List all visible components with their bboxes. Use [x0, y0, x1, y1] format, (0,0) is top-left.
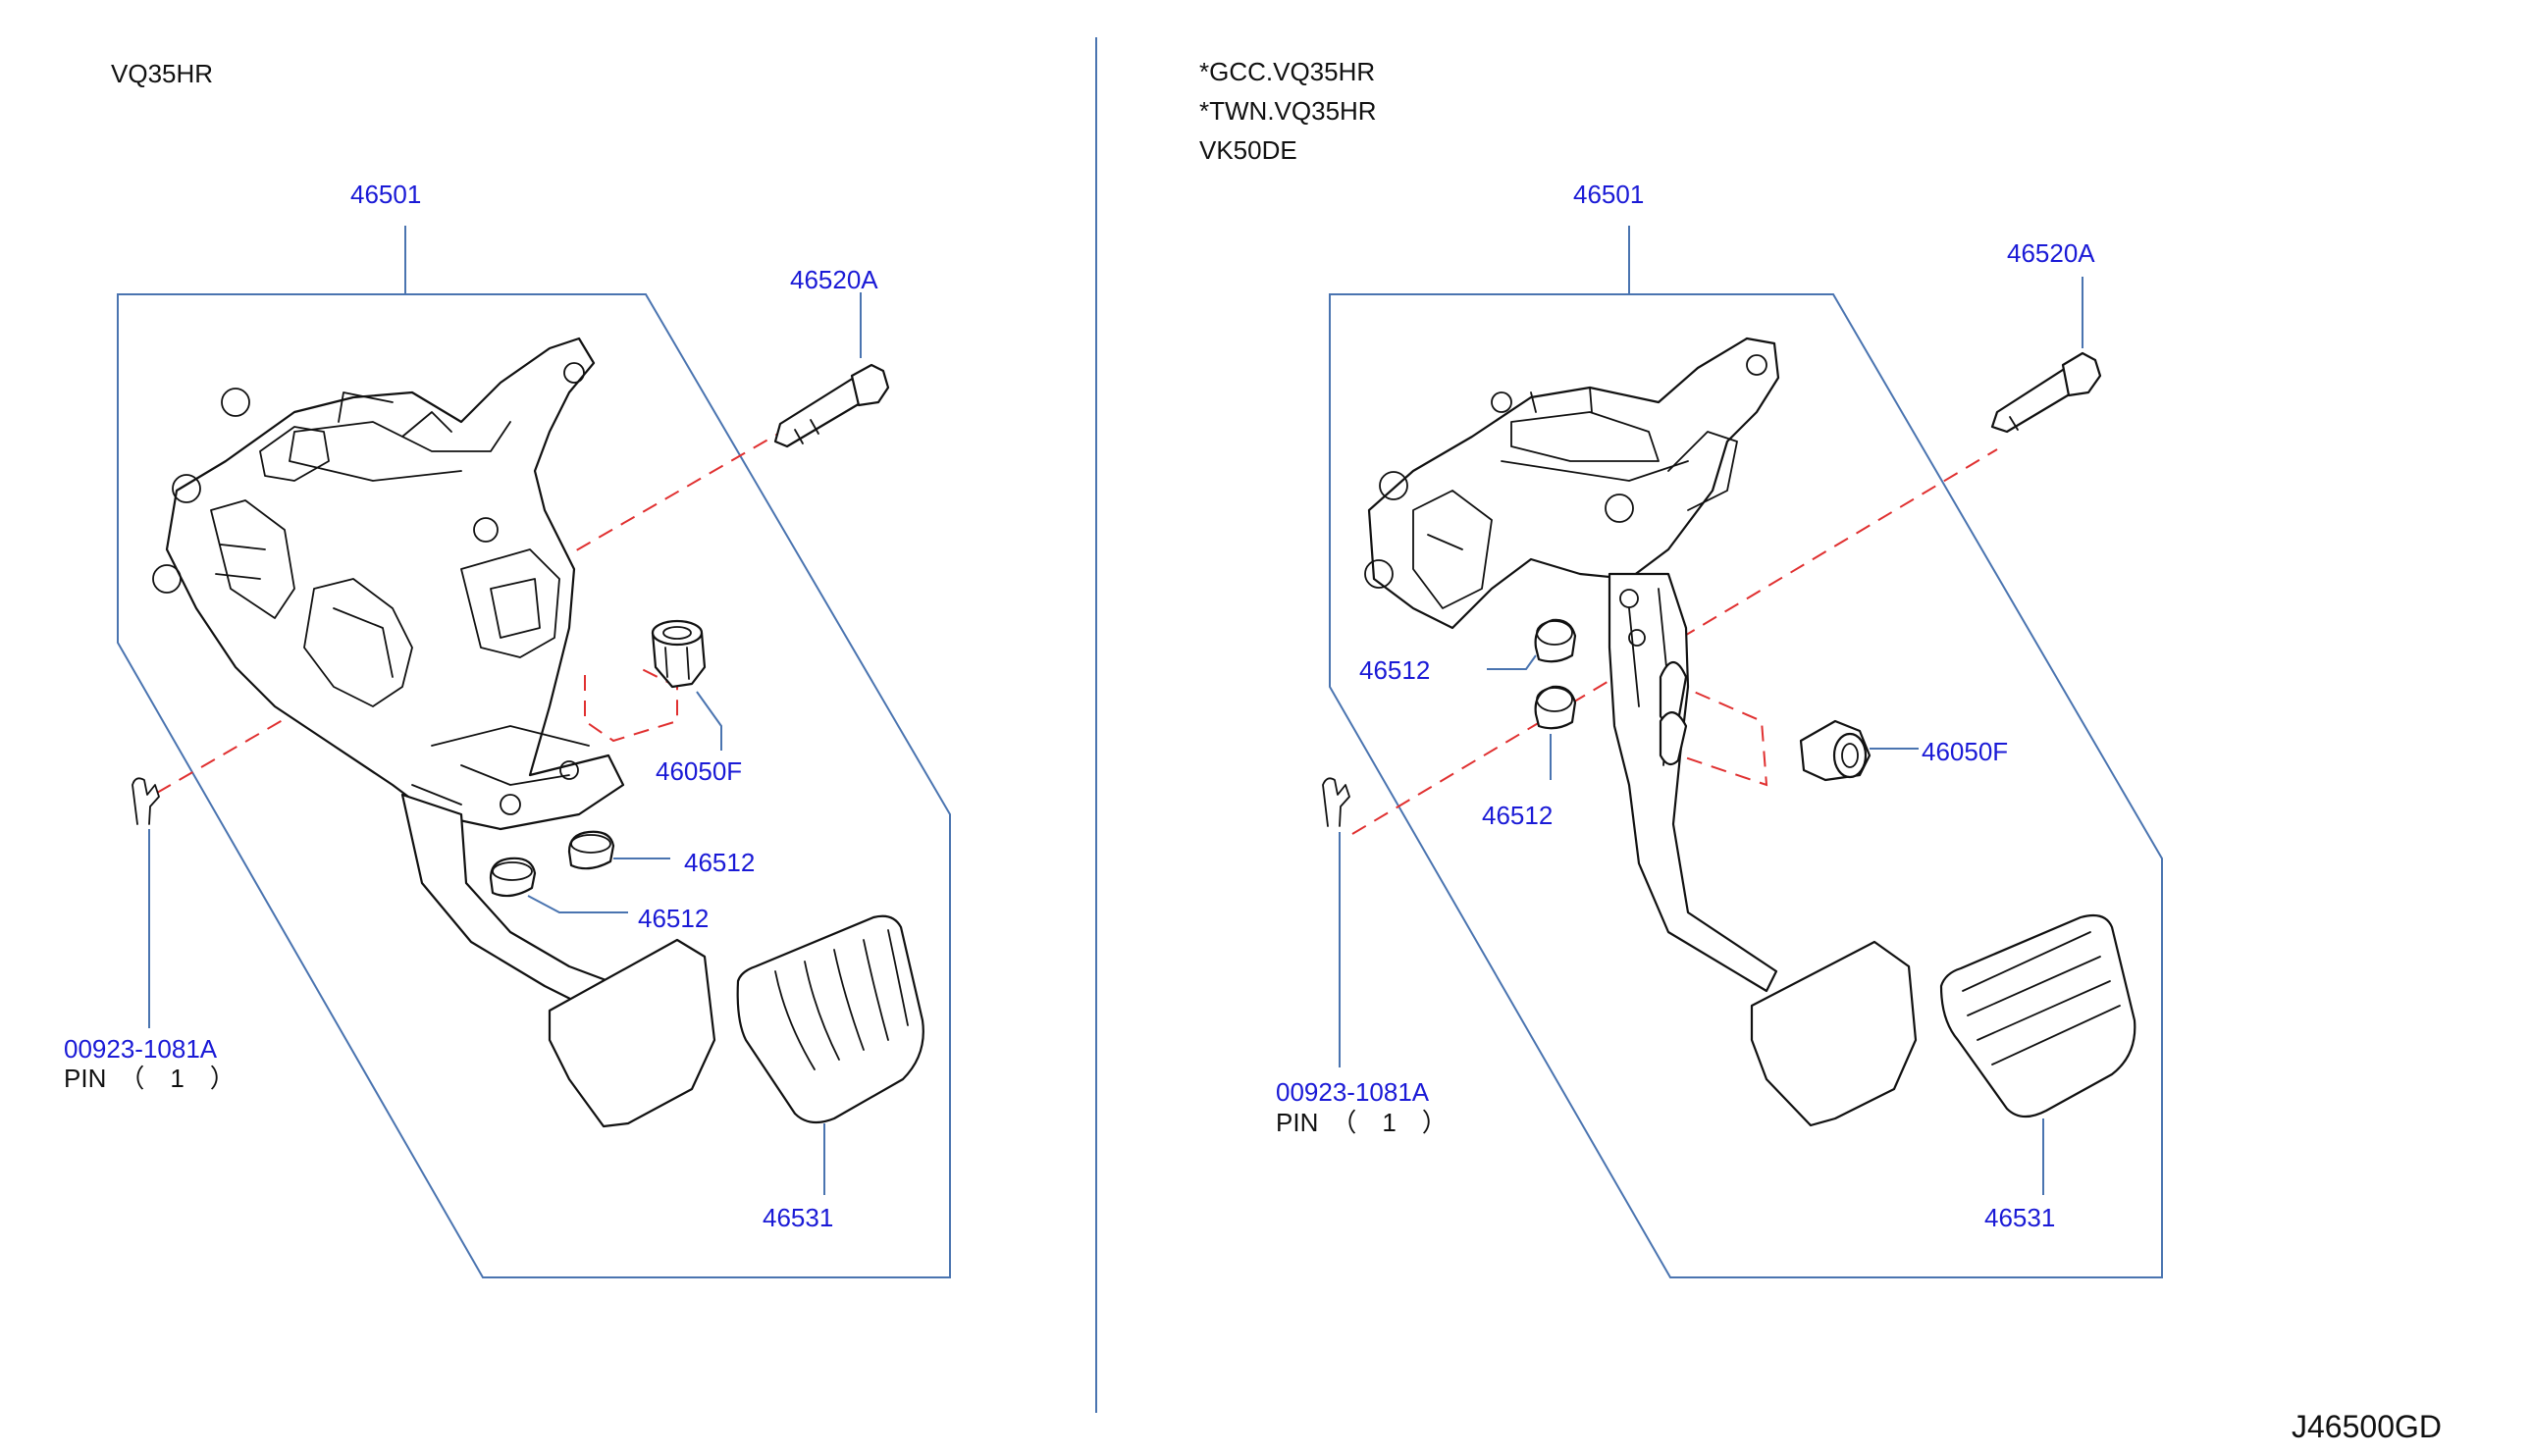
pedal-pad-right — [1939, 913, 2136, 1118]
pedal-bracket-left — [152, 337, 625, 831]
callout-46512-lower-right[interactable]: 46512 — [1482, 801, 1553, 830]
bushing-right — [1799, 719, 1872, 782]
assembly-frame-left — [117, 293, 951, 1278]
pin-quantity-right: PIN （ 1 ） — [1276, 1108, 1448, 1137]
bushing-axis-left — [584, 666, 678, 743]
leader-46512-lower-left — [527, 895, 628, 913]
callout-46501-right[interactable]: 46501 — [1573, 180, 1644, 209]
callout-46531-right[interactable]: 46531 — [1984, 1203, 2055, 1232]
retaining-pin-left — [132, 777, 160, 825]
pedal-arm-left — [400, 793, 716, 1128]
callout-pin-left[interactable]: 00923-1081A — [64, 1034, 218, 1064]
variant-label-right-2: *TWN.VQ35HR — [1199, 96, 1377, 126]
variant-label-right-3: VK50DE — [1199, 135, 1297, 165]
retaining-pin-right — [1322, 777, 1350, 827]
variant-label-left: VQ35HR — [111, 59, 213, 88]
bushing-left — [651, 619, 707, 689]
pin-axis-line-right — [1351, 448, 1998, 835]
stopper-upper-left — [567, 830, 615, 870]
callout-46512-upper-left[interactable]: 46512 — [684, 848, 755, 877]
callout-46512-lower-left[interactable]: 46512 — [638, 904, 709, 933]
left-panel: VQ35HR 46501 46520A 46050F 46512 46512 0… — [64, 59, 951, 1278]
stopper-lower-right — [1534, 685, 1577, 730]
pedal-pad-right-installed — [1750, 940, 1918, 1127]
callout-46501-left[interactable]: 46501 — [350, 180, 421, 209]
bushing-axis-right — [1648, 671, 1768, 787]
callout-46531-left[interactable]: 46531 — [763, 1203, 833, 1232]
pedal-pad-left-installed — [548, 938, 716, 1128]
variant-label-right-1: *GCC.VQ35HR — [1199, 57, 1375, 86]
leader-46512-upper-right — [1487, 654, 1537, 670]
diagram-code: J46500GD — [2292, 1409, 2442, 1444]
clevis-pin-right — [1990, 351, 2102, 434]
callout-46512-upper-right[interactable]: 46512 — [1359, 655, 1430, 685]
assembly-frame-right — [1329, 293, 2163, 1278]
pedal-pad-left — [736, 914, 924, 1124]
right-panel: *GCC.VQ35HR *TWN.VQ35HR VK50DE 46501 465… — [1199, 57, 2163, 1278]
pedal-bracket-right — [1364, 337, 1780, 630]
clevis-pin-left — [773, 363, 890, 448]
pedal-arm-right — [1608, 572, 1918, 1127]
callout-46520A-right[interactable]: 46520A — [2007, 238, 2095, 268]
callout-46520A-left[interactable]: 46520A — [790, 265, 878, 294]
callout-46050F-left[interactable]: 46050F — [656, 756, 742, 786]
stopper-lower-left — [489, 857, 537, 898]
callout-pin-right[interactable]: 00923-1081A — [1276, 1077, 1430, 1107]
callout-46050F-right[interactable]: 46050F — [1922, 737, 2008, 766]
stopper-upper-right — [1534, 618, 1577, 663]
leader-46050F-left — [696, 691, 722, 751]
pin-quantity-left: PIN （ 1 ） — [64, 1064, 236, 1093]
